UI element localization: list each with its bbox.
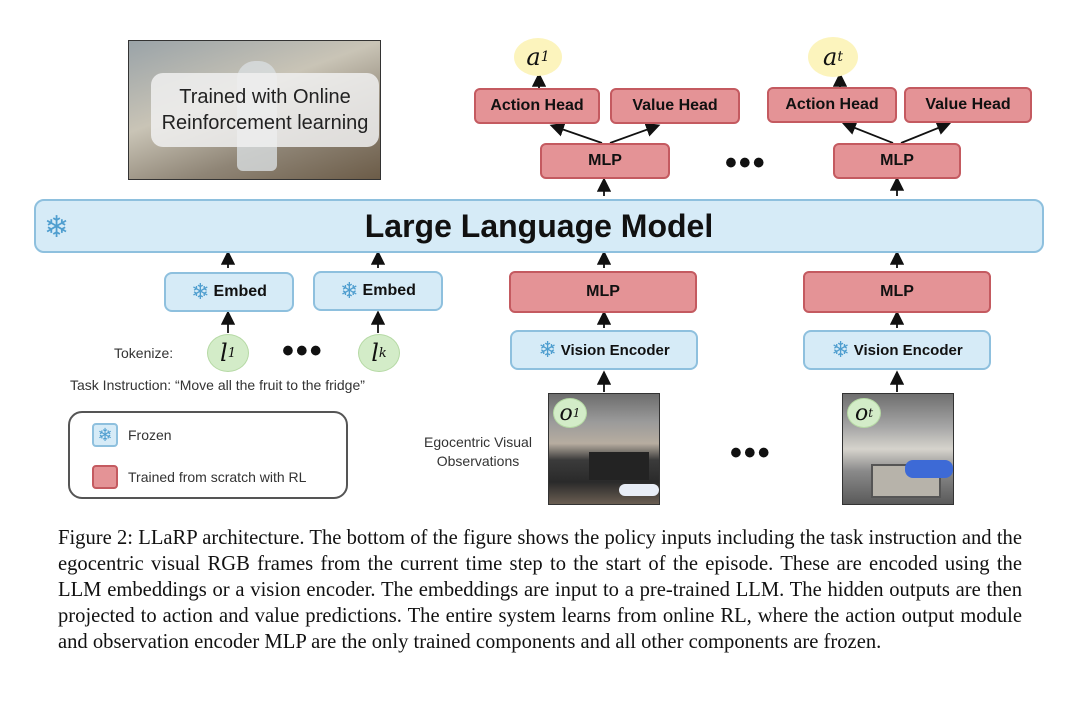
snowflake-icon: ❄ [44,211,70,244]
legend: ❄ Frozen Trained from scratch with RL [68,411,348,499]
rl-photo-caption: Trained with Online Reinforcement learni… [161,86,369,134]
legend-trained-label: Trained from scratch with RL [128,469,307,485]
tokenize-label: Tokenize: [114,345,174,361]
ellipsis-heads: ••• [725,144,767,182]
mlp-obs-t: MLP [803,271,991,313]
rl-training-photo: Trained with Online Reinforcement learni… [128,40,381,180]
snowflake-icon: ❄ [831,337,850,362]
legend-trained-swatch [92,465,118,489]
mlp-head-t: MLP [833,143,961,179]
vision-encoder-t: ❄ Vision Encoder [803,330,991,370]
ellipsis-tokens: ••• [282,332,324,370]
value-head-1: Value Head [610,88,740,124]
vision-encoder-1: ❄ Vision Encoder [510,330,698,370]
snowflake-icon: ❄ [191,279,210,304]
mlp-head-1: MLP [540,143,670,179]
robot-arm [619,484,659,496]
snowflake-icon: ❄ [538,337,557,362]
figure-caption: Figure 2: LLaRP architecture. The bottom… [58,527,1022,653]
action-head-t: Action Head [767,87,897,123]
observations-label: Egocentric Visual Observations [424,434,532,469]
value-head-t: Value Head [904,87,1032,123]
task-instruction: Task Instruction: “Move all the fruit to… [70,377,365,393]
legend-frozen-swatch: ❄ [92,423,118,447]
embed-box-1: ❄ Embed [164,272,294,312]
observation-counter [589,452,649,480]
legend-frozen-label: Frozen [128,427,172,443]
action-head-1: Action Head [474,88,600,124]
ellipsis-observations: ••• [730,434,772,472]
snowflake-icon: ❄ [340,278,359,303]
diagram-arrows [220,72,952,392]
llm-label: Large Language Model [364,207,714,244]
mlp-obs-1: MLP [509,271,697,313]
llm-bar: ❄ Large Language Model [34,199,1044,253]
snowflake-icon: ❄ [97,425,113,445]
embed-box-k: ❄ Embed [313,271,443,311]
rl-photo-caption-box: Trained with Online Reinforcement learni… [151,73,379,147]
robot-arm [905,460,953,478]
